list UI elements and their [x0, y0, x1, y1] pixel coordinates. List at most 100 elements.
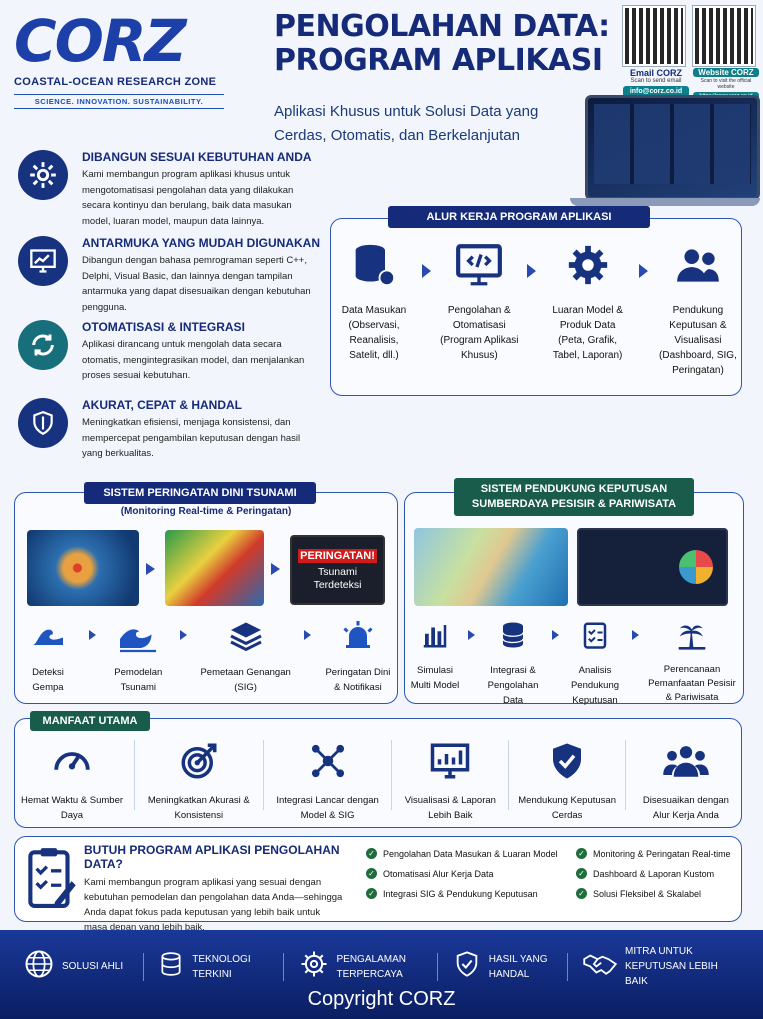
cta-content: BUTUH PROGRAM APLIKASI PENGOLAHAN DATA? … — [84, 843, 364, 935]
benefit-label: Integrasi Lancar dengan Model & SIG — [276, 795, 379, 821]
logo-wordmark: CORZ — [14, 7, 187, 75]
monitor-chart-icon — [400, 740, 500, 787]
shield-check-icon — [453, 949, 481, 984]
feature-list: DIBANGUN SESUAI KEBUTUHAN ANDA Kami memb… — [18, 150, 320, 476]
check-icon: ✓ — [576, 888, 587, 899]
footer-label: SOLUSI AHLI — [62, 961, 124, 972]
coastal-title-line-2: SUMBERDAYA PESISIR & PARIWISATA — [471, 498, 677, 510]
earthquake-map-image — [27, 530, 139, 606]
benefit-item: Visualisasi & Laporan Lebih Baik — [400, 740, 500, 823]
brand-logo: CORZ COASTAL-OCEAN RESEARCH ZONE SCIENCE… — [14, 10, 264, 109]
coastal-map-image — [414, 528, 568, 606]
check-label: Integrasi SIG & Pendukung Keputusan — [383, 888, 538, 899]
sync-icon — [18, 320, 68, 370]
title-line-1: PENGOLAHAN DATA: — [274, 9, 610, 44]
footer-label: PENGALAMAN TERPERCAYA — [336, 953, 406, 980]
shield-check-icon — [18, 398, 68, 448]
check-item: ✓Otomatisasi Alur Kerja Data — [366, 868, 576, 879]
divider — [142, 952, 144, 981]
benefit-label: Meningkatkan Akurasi & Konsistensi — [147, 795, 250, 821]
tsunami-alert-screen: PERINGATAN! Tsunami Terdeteksi — [290, 535, 385, 605]
check-label: Dashboard & Laporan Kustom — [593, 868, 715, 879]
check-item: ✓Monitoring & Peringatan Real-time — [576, 848, 740, 859]
tsunami-step-label: Peringatan Dini & Notifikasi — [325, 667, 391, 693]
check-item: ✓Integrasi SIG & Pendukung Keputusan — [366, 888, 576, 899]
workflow-step-label: Pengolahan & Otomatisasi — [447, 305, 511, 331]
divider — [262, 740, 264, 810]
coastal-title: SISTEM PENDUKUNG KEPUTUSAN SUMBERDAYA PE… — [454, 478, 694, 516]
benefit-label: Mendukung Keputusan Cerdas — [518, 795, 616, 821]
coastal-title-line-1: SISTEM PENDUKUNG KEPUTUSAN — [480, 483, 668, 495]
benefit-label: Disesuaikan dengan Alur Kerja Anda — [642, 795, 729, 821]
email-qr-card[interactable]: Email CORZ Scan to send email info@corz.… — [623, 6, 689, 97]
footer-label: HASIL YANG HANDAL — [488, 953, 548, 980]
title-line-2: PROGRAM APLIKASI — [274, 43, 603, 78]
database-icon — [158, 949, 184, 984]
divider — [133, 740, 135, 810]
check-item: ✓ Solusi Fleksibel & Skalabel — [576, 888, 740, 899]
shield-check-icon — [517, 740, 617, 787]
workflow-panel — [330, 218, 742, 396]
feature-item: OTOMATISASI & INTEGRASI Aplikasi diranca… — [18, 320, 320, 398]
check-label: Monitoring & Peringatan Real-time — [593, 848, 731, 859]
cta-checks-left: ✓Pengolahan Data Masukan & Luaran Model … — [366, 848, 576, 908]
check-icon: ✓ — [366, 848, 377, 859]
speedometer-icon — [18, 740, 126, 787]
footer-item: SOLUSI AHLI — [24, 949, 128, 984]
gear-icon — [18, 150, 68, 200]
bar-chart-icon — [408, 618, 462, 657]
website-qr-card[interactable]: Website CORZ Scan to visit the official … — [693, 6, 759, 100]
divider — [625, 740, 627, 810]
workflow-step-detail: (Program Aplikasi Khusus) — [440, 335, 519, 361]
workflow-step-detail: (Peta, Grafik, Tabel, Laporan) — [552, 335, 623, 361]
benefit-item: Hemat Waktu & Sumber Daya — [18, 740, 126, 823]
feature-text: Meningkatkan efisiensi, menjaga konsiste… — [82, 417, 301, 459]
feature-item: ANTARMUKA YANG MUDAH DIGUNAKAN Dibangun … — [18, 236, 320, 320]
check-item: ✓Dashboard & Laporan Kustom — [576, 868, 740, 879]
users-icon — [656, 240, 740, 295]
arrow-right-icon — [631, 630, 639, 640]
benefit-item: Meningkatkan Akurasi & Konsistensi — [143, 740, 255, 823]
workflow-step-label: Pendukung Keputusan & Visualisasi — [669, 305, 727, 346]
handshake-icon — [583, 949, 618, 984]
cta-text: Kami membangun program aplikasi yang ses… — [84, 877, 343, 933]
cta-panel — [14, 836, 742, 922]
workflow-step-detail: (Observasi, Reanalisis, Satelit, dll.) — [348, 320, 400, 361]
cta-checks-right: ✓Monitoring & Peringatan Real-time ✓Dash… — [576, 848, 740, 908]
alert-text: Tsunami Terdeteksi — [313, 566, 362, 591]
database-gear-icon — [334, 240, 414, 295]
check-label: Solusi Fleksibel & Skalabel — [593, 888, 702, 899]
tsunami-subtitle: (Monitoring Real-time & Peringatan) — [120, 506, 292, 517]
palm-tree-icon — [644, 618, 740, 657]
page-subtitle: Aplikasi Khusus untuk Solusi Data yang C… — [274, 103, 539, 144]
feature-item: DIBANGUN SESUAI KEBUTUHAN ANDA Kami memb… — [18, 150, 320, 234]
benefit-item: Disesuaikan dengan Alur Kerja Anda — [634, 740, 738, 823]
website-qr-label: Website CORZ — [693, 68, 759, 77]
feature-title: DIBANGUN SESUAI KEBUTUHAN ANDA — [82, 150, 312, 164]
benefit-label: Visualisasi & Laporan Lebih Baik — [404, 795, 496, 821]
page-title: PENGOLAHAN DATA: PROGRAM APLIKASI — [274, 10, 610, 78]
website-qr-code — [693, 6, 755, 66]
feature-text: Kami membangun program aplikasi khusus u… — [82, 169, 294, 227]
coastal-step-label: Integrasi & Pengolahan Data — [487, 665, 539, 706]
footer-item: PENGALAMAN TERPERCAYA — [299, 949, 423, 984]
workflow-step-label: Luaran Model & Produk Data — [552, 305, 623, 331]
pie-chart-icon — [679, 550, 713, 584]
workflow-step: Data Masukan (Observasi, Reanalisis, Sat… — [334, 240, 414, 363]
tsunami-wave-icon — [107, 618, 169, 659]
coastal-step: Simulasi Multi Model — [408, 618, 462, 693]
target-icon — [143, 740, 255, 787]
arrow-right-icon — [638, 264, 648, 278]
tsunami-step: Pemetaan Genangan (SIG) — [199, 618, 293, 695]
tsunami-step-label: Deteksi Gempa — [32, 667, 64, 693]
globe-icon — [24, 949, 54, 984]
gear-icon — [545, 240, 631, 295]
checklist-icon — [564, 618, 626, 657]
divider — [282, 952, 284, 981]
workflow-step: Pendukung Keputusan & Visualisasi (Dashb… — [656, 240, 740, 378]
workflow-step-detail: (Dashboard, SIG, Peringatan) — [659, 350, 737, 376]
footer-item: MITRA UNTUK KEPUTUSAN LEBIH BAIK — [583, 944, 739, 989]
arrow-right-icon — [180, 630, 188, 640]
benefits-panel — [14, 718, 742, 828]
email-address[interactable]: info@corz.co.id — [623, 86, 689, 97]
